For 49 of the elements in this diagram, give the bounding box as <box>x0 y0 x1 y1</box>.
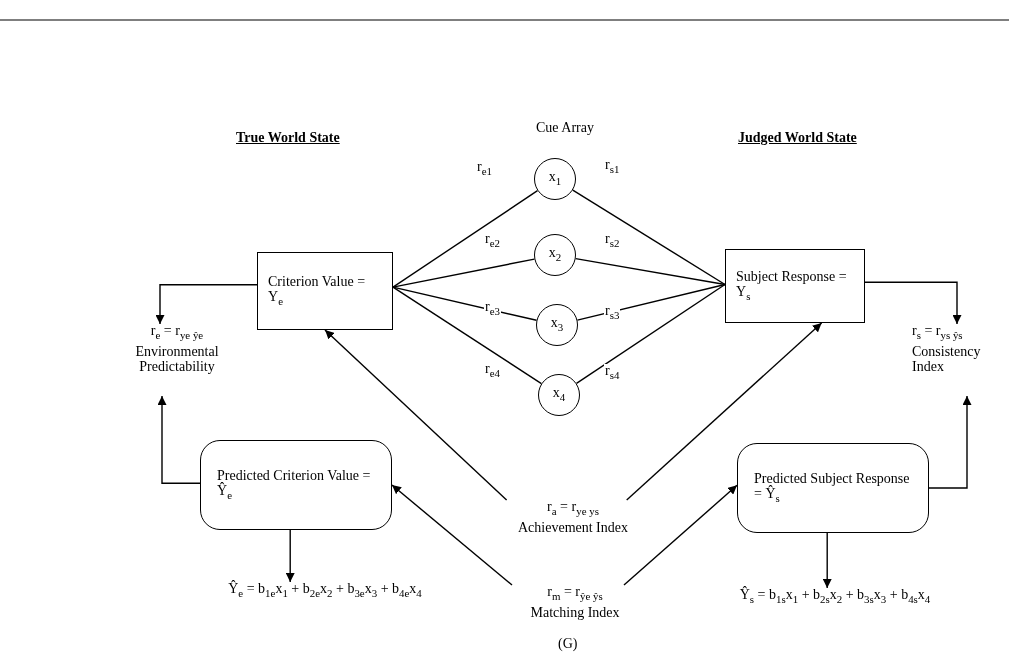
connector-line <box>575 283 726 385</box>
cue-text: x$_{2}$ <box>548 246 562 264</box>
connector-line <box>392 286 543 385</box>
rounded-box <box>737 443 929 533</box>
formula-text: r$_{a}$ = r$_{ye ys}$ <box>547 500 599 518</box>
formula-text: r$_{m}$ = r$_{ŷe ŷs}$ <box>547 585 603 603</box>
arrow <box>285 529 295 583</box>
index-label: Matching Index <box>530 606 620 621</box>
regression-equation: Ŷ$_{e}$ = b$_{1e}$x$_{1}$ + b$_{2e}$x$_{2}$ + b$_{3e}$x$_{3}$ + b$_{4e}$x$_{4}$ <box>228 582 422 600</box>
rounded-box <box>200 440 392 530</box>
box-text: Predicted Criterion Value = Ŷ$_{e}$ <box>217 469 372 501</box>
connector-line <box>572 189 726 286</box>
cue-circle <box>536 304 578 346</box>
index-label: Achievement Index <box>518 521 628 536</box>
connector-line <box>392 190 539 288</box>
cue-text: x$_{4}$ <box>552 386 566 404</box>
cue-circle <box>538 374 580 416</box>
arrow <box>391 484 513 586</box>
box-text: Criterion Value = Y$_{e}$ <box>268 275 367 307</box>
figure-label: (G) <box>558 636 578 652</box>
index-label: Consistency Index <box>912 345 982 375</box>
cue-text: x$_{3}$ <box>550 316 564 334</box>
arrow <box>623 484 738 586</box>
formula-text: r$_{e}$ = r$_{ye ŷe}$ <box>150 324 204 342</box>
process-box <box>725 249 865 323</box>
regression-equation: Ŷ$_{s}$ = b$_{1s}$x$_{1}$ + b$_{2s}$x$_{2}$ + b$_{3s}$x$_{3}$ + b$_{4s}$x$_{4}$ <box>739 588 931 606</box>
section-heading: True World State <box>236 130 340 146</box>
formula-text: r$_{s}$ = r$_{ys ŷs}$ <box>912 324 963 342</box>
box-text: Subject Response = Y$_{s}$ <box>736 270 848 302</box>
arrow <box>864 281 962 325</box>
connector-line <box>392 286 538 321</box>
cue-circle <box>534 158 576 200</box>
cue-text: x$_{1}$ <box>548 170 562 188</box>
section-heading: Judged World State <box>738 130 857 146</box>
arrow <box>157 395 201 484</box>
edge-label: r$_{s4}$ <box>604 364 621 381</box>
arrow <box>822 532 832 589</box>
arrow <box>324 329 508 501</box>
process-box <box>257 252 393 330</box>
box-text: Predicted Subject Response = Ŷ$_{s}$ <box>754 472 911 504</box>
arrow <box>928 395 972 489</box>
cue-circle <box>534 234 576 276</box>
arrow <box>626 322 823 501</box>
connector-line <box>575 257 726 286</box>
connector-line <box>392 258 536 288</box>
index-label: Environmental Predictability <box>134 345 220 375</box>
connector-line <box>576 283 726 321</box>
arrow <box>155 284 258 325</box>
column-heading: Cue Array <box>536 120 594 136</box>
